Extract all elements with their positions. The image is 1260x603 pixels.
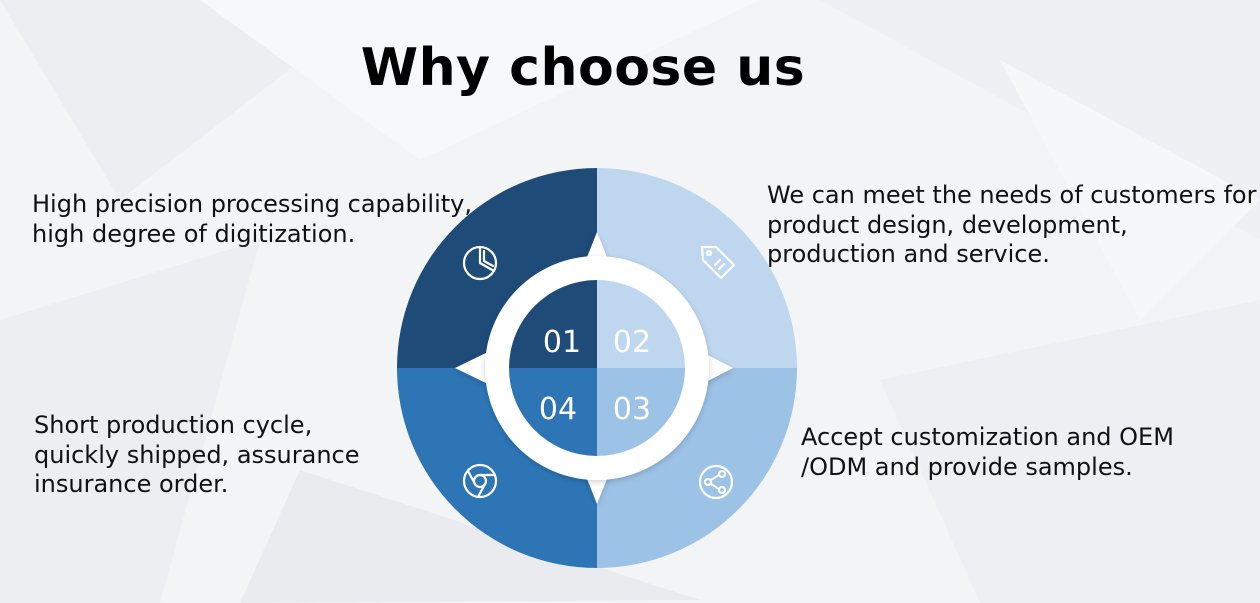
inner-quadrant-1 [509, 280, 597, 368]
quadrant-4-description: Short production cycle, quickly shipped,… [34, 411, 360, 498]
quadrant-3-description: Accept customization and OEM /ODM and pr… [801, 423, 1174, 481]
quadrant-4-number: 04 [539, 392, 577, 427]
chrome-aperture-icon [462, 463, 498, 499]
inner-quadrant-2 [597, 280, 685, 368]
price-tag-icon [700, 245, 736, 280]
share-network-icon [698, 464, 734, 500]
quadrant-1-number: 01 [543, 325, 581, 360]
quadrant-2-number: 02 [613, 325, 651, 360]
pie-chart-icon [462, 245, 498, 281]
inner-quadrant-4 [509, 368, 597, 456]
quadrant-1-description: High precision processing capability, hi… [32, 190, 472, 248]
inner-quadrant-3 [597, 368, 685, 456]
quadrant-2-description: We can meet the needs of customers for p… [767, 181, 1257, 268]
page-title: Why choose us [360, 38, 806, 98]
quadrant-3-number: 03 [613, 392, 651, 427]
